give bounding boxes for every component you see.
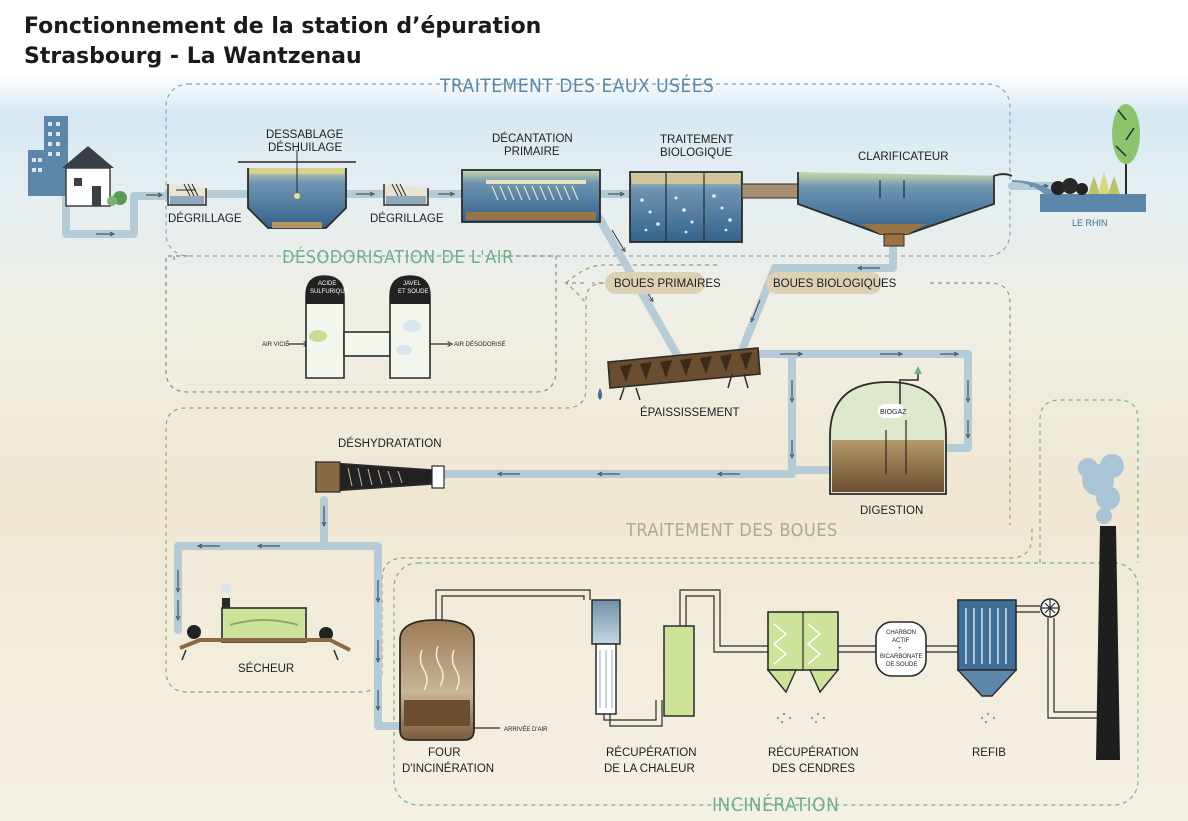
section-title-desodorisation: DÉSODORISATION DE L'AIR <box>282 246 514 268</box>
label-de-soude: DE SOUDE <box>886 662 917 668</box>
section-border-eaux-usees <box>165 83 1011 257</box>
label-recup-chaleur-2: DE LA CHALEUR <box>604 763 695 775</box>
label-recup-cendres: RÉCUPÉRATION <box>768 746 859 759</box>
section-border-incineration <box>393 562 1139 806</box>
label-decantation: DÉCANTATION <box>492 132 573 145</box>
section-title-eaux-usees: TRAITEMENT DES EAUX USÉES <box>439 74 714 97</box>
digester <box>829 366 947 495</box>
section-borders <box>165 83 1139 806</box>
deodorization-towers <box>288 275 450 379</box>
label-charbon: CHARBON <box>886 630 916 636</box>
biological-tank <box>629 171 743 243</box>
label-traitement: TRAITEMENT <box>660 134 733 146</box>
chimney <box>1078 454 1124 760</box>
label-javel: JAVEL <box>403 281 422 287</box>
refib-filter <box>956 599 1018 724</box>
section-title-incineration: INCINÉRATION <box>712 793 839 816</box>
title-line-1: Fonctionnement de la station d’épuration <box>24 14 542 39</box>
bio-to-clarificateur-pipe <box>741 183 799 199</box>
label-epaississement: ÉPAISSISSEMENT <box>640 406 739 419</box>
label-recup-cendres-2: DES CENDRES <box>772 763 855 775</box>
tag-boues-primaires: BOUES PRIMAIRES <box>605 272 721 294</box>
label-arrivee-air: ARRIVÉE D'AIR <box>504 726 548 733</box>
label-charbon-plus: + <box>898 646 902 652</box>
label-air-desodorise: AIR DÉSODORISÉ <box>454 341 506 348</box>
dessablage-tank <box>238 150 356 229</box>
section-border-chimney <box>1039 399 1139 563</box>
label-four: FOUR <box>428 747 461 759</box>
label-boues-primaires: BOUES PRIMAIRES <box>614 278 721 290</box>
label-clarificateur: CLARIFICATEUR <box>858 151 949 163</box>
centrifuge <box>315 461 445 493</box>
label-boues-biologiques: BOUES BIOLOGIQUES <box>773 278 897 290</box>
label-recup-chaleur: RÉCUPÉRATION <box>606 746 697 759</box>
label-traitement-biologique: BIOLOGIQUE <box>660 147 733 159</box>
tag-boues-biologiques: BOUES BIOLOGIQUES <box>766 272 897 294</box>
rhin-illustration <box>1012 104 1146 212</box>
label-refib: REFIB <box>972 747 1006 759</box>
furnace <box>399 619 475 741</box>
section-title-boues: TRAITEMENT DES BOUES <box>625 520 838 541</box>
label-deshydratation: DÉSHYDRATATION <box>338 437 442 450</box>
city-illustration <box>28 116 127 207</box>
clarificateur-tank <box>797 172 1013 247</box>
label-acide-sulfurique: SULFURIQUE <box>310 289 349 295</box>
section-border-boues-top <box>564 264 720 306</box>
label-digestion: DIGESTION <box>860 505 923 517</box>
activated-carbon <box>875 621 927 677</box>
incineration-pipes <box>435 589 1100 729</box>
heat-recovery <box>591 599 695 717</box>
label-charbon-actif: ACTIF <box>892 638 910 644</box>
decantation-tank <box>461 169 601 223</box>
label-air-vicie: AIR VICIÉ <box>262 341 289 348</box>
dryer <box>179 583 351 661</box>
label-degrillage-2: DÉGRILLAGE <box>370 212 444 225</box>
title-line-2: Strasbourg - La Wantzenau <box>24 44 362 69</box>
label-degrillage-1: DÉGRILLAGE <box>168 212 242 225</box>
thickener <box>598 347 761 401</box>
ash-recovery <box>766 611 840 724</box>
label-biogaz: BIOGAZ <box>880 409 907 416</box>
degrillage-2-equipment <box>383 183 429 206</box>
label-javel-soude: ET SOUDE <box>398 289 429 295</box>
fan-icon <box>1040 598 1060 618</box>
page-title: Fonctionnement de la station d’épuration… <box>24 12 541 72</box>
label-bicarbonate: BICARBONATE <box>880 654 923 660</box>
label-deshuilage: DÉSHUILAGE <box>268 141 342 154</box>
label-le-rhin: LE RHIN <box>1072 218 1108 228</box>
label-decantation-primaire: PRIMAIRE <box>504 146 560 158</box>
label-four-incineration: D'INCINÉRATION <box>402 762 494 775</box>
section-border-desodorisation <box>165 255 557 393</box>
label-dessablage: DESSABLAGE <box>266 129 344 141</box>
label-acide: ACIDE <box>318 281 336 287</box>
degrillage-1-equipment <box>167 183 207 206</box>
label-secheur: SÉCHEUR <box>238 662 294 675</box>
